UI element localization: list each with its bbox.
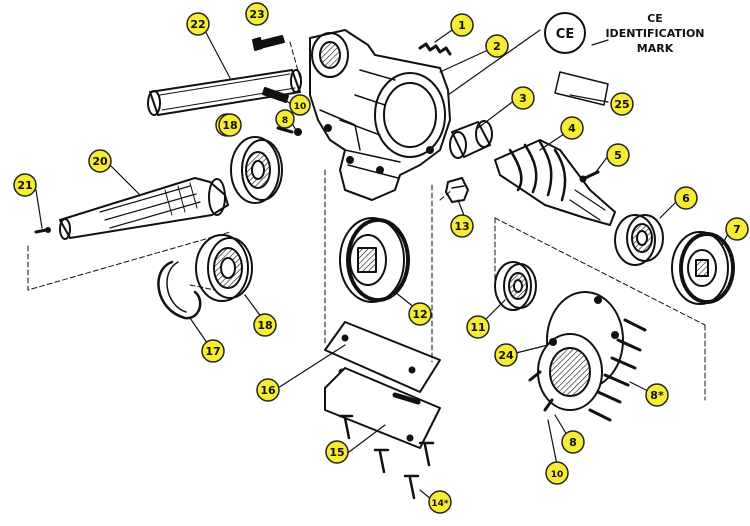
part-bearing-18-lower xyxy=(195,234,253,302)
svg-text:13: 13 xyxy=(454,220,469,233)
svg-text:5: 5 xyxy=(614,149,622,162)
callout-10-upper: 10 xyxy=(289,94,311,116)
callout-10-lower: 10 xyxy=(545,461,569,485)
part-spring-1 xyxy=(418,42,452,56)
part-cover-24 xyxy=(528,291,624,412)
callout-22: 22 xyxy=(186,12,210,36)
callout-12: 12 xyxy=(408,302,432,326)
part-bearing-6 xyxy=(614,214,664,266)
part-snap-ring-17 xyxy=(157,260,202,320)
assembly-lines xyxy=(27,41,706,401)
part-screw-5 xyxy=(579,170,600,183)
part-small-19 xyxy=(276,126,302,136)
ce-mark-line-2: IDENTIFICATION xyxy=(605,27,704,40)
svg-text:18: 18 xyxy=(257,319,272,332)
part-bolts-8 xyxy=(588,318,647,422)
callout-11: 11 xyxy=(466,315,490,339)
part-shaft-20 xyxy=(59,177,229,240)
part-gear-7 xyxy=(671,231,735,305)
svg-text:3: 3 xyxy=(519,92,527,105)
part-screws-14 xyxy=(338,414,435,500)
callout-20: 20 xyxy=(88,149,112,173)
callout-7: 7 xyxy=(725,217,749,241)
callout-4: 4 xyxy=(560,116,584,140)
callout-1: 1 xyxy=(450,13,474,37)
part-worm-4 xyxy=(494,139,616,226)
callout-24: 24 xyxy=(494,343,518,367)
svg-text:17: 17 xyxy=(205,345,220,358)
callout-8-upper: 8 xyxy=(275,109,295,129)
part-shaft-22 xyxy=(147,69,302,116)
svg-text:20: 20 xyxy=(92,155,108,168)
svg-text:8: 8 xyxy=(282,116,288,126)
svg-text:12: 12 xyxy=(412,308,427,321)
svg-text:6: 6 xyxy=(682,192,690,205)
part-gear-12 xyxy=(339,217,410,303)
part-pin-21 xyxy=(34,227,51,234)
svg-text:1: 1 xyxy=(458,19,466,32)
callout-13: 13 xyxy=(450,214,474,238)
ce-identification-mark: CE CE IDENTIFICATION MARK xyxy=(544,12,705,55)
callout-21: 21 xyxy=(13,173,37,197)
callout-8-lower: 8 xyxy=(561,430,585,454)
part-plate-15 xyxy=(324,367,441,449)
svg-text:7: 7 xyxy=(733,223,741,236)
callout-14-star: 14* xyxy=(428,490,452,514)
part-bearing-18-upper xyxy=(230,136,283,204)
svg-text:14*: 14* xyxy=(431,499,449,509)
callout-markers: 1 2 3 4 5 6 7 8 8 8* 9 10 10 10 11 12 13… xyxy=(13,2,749,514)
svg-text:11: 11 xyxy=(470,321,485,334)
ce-circle xyxy=(544,12,586,54)
svg-text:25: 25 xyxy=(614,98,629,111)
svg-text:2: 2 xyxy=(493,40,501,53)
callout-18-lower: 18 xyxy=(253,313,277,337)
callout-18-upper-visible-label: 18 xyxy=(222,119,237,132)
ce-mark-line-1: CE xyxy=(647,12,663,25)
svg-text:16: 16 xyxy=(260,384,276,397)
callout-17: 17 xyxy=(201,339,225,363)
svg-text:4: 4 xyxy=(568,122,576,135)
svg-text:22: 22 xyxy=(190,18,205,31)
svg-text:21: 21 xyxy=(17,179,32,192)
callout-5: 5 xyxy=(606,143,630,167)
callout-25: 25 xyxy=(610,92,634,116)
callout-15: 15 xyxy=(325,440,349,464)
svg-text:23: 23 xyxy=(249,8,264,21)
part-label-plate-25 xyxy=(554,71,609,106)
svg-text:10: 10 xyxy=(294,102,307,112)
part-bushing-3 xyxy=(449,120,493,159)
part-screw-23 xyxy=(252,35,285,51)
ce-mark-line-3: MARK xyxy=(637,42,674,55)
callout-3: 3 xyxy=(511,86,535,110)
callout-8-star: 8* xyxy=(645,383,669,407)
svg-text:8: 8 xyxy=(569,436,577,449)
callout-23: 23 xyxy=(245,2,269,26)
svg-text:8*: 8* xyxy=(650,389,664,402)
callout-16: 16 xyxy=(256,378,280,402)
callout-2: 2 xyxy=(485,34,509,58)
ce-symbol: CE xyxy=(556,27,574,42)
part-housing-2 xyxy=(309,29,451,201)
part-bearing-11 xyxy=(494,261,537,311)
callout-18-upper-visible: 18 xyxy=(218,113,242,137)
svg-text:24: 24 xyxy=(498,349,514,362)
svg-text:15: 15 xyxy=(329,446,344,459)
svg-text:10: 10 xyxy=(551,470,564,480)
part-block-13 xyxy=(445,177,469,203)
callout-6: 6 xyxy=(674,186,698,210)
